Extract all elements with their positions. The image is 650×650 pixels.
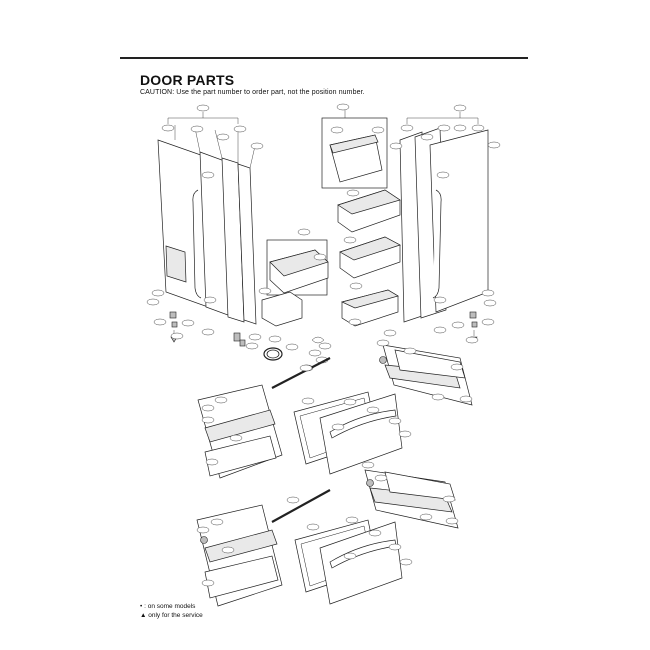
door-bins-left bbox=[258, 228, 329, 327]
legend-text-2: only for the service bbox=[148, 612, 203, 619]
upper-freezer-drawer bbox=[197, 329, 473, 479]
door-bin-5 bbox=[261, 291, 303, 327]
legend-text-1: : on some models bbox=[144, 603, 196, 610]
legend-on-some-models: • : on some models bbox=[140, 603, 195, 610]
dairy-bin-group bbox=[321, 103, 388, 189]
left-door-gasket-outer bbox=[237, 163, 257, 325]
left-door-assembly bbox=[146, 104, 264, 343]
page-title: DOOR PARTS bbox=[140, 72, 235, 88]
bullet-icon: • bbox=[140, 603, 143, 610]
caution-note: CAUTION: Use the part number to order pa… bbox=[140, 89, 365, 96]
left-door-handle bbox=[192, 189, 202, 299]
water-tube-coil bbox=[263, 347, 283, 361]
door-bins-right bbox=[337, 189, 401, 327]
upper-drawer-rod bbox=[271, 357, 331, 389]
left-door-gasket bbox=[221, 157, 245, 323]
legend-service-only: ▲ only for the service bbox=[140, 612, 203, 619]
left-door-dispenser-cutout bbox=[165, 245, 187, 283]
right-door-assembly bbox=[389, 104, 501, 344]
right-door-handle bbox=[432, 189, 442, 299]
wire-clip bbox=[311, 336, 325, 344]
header-rule bbox=[120, 57, 528, 59]
triangle-icon: ▲ bbox=[140, 612, 147, 619]
right-hinge-parts bbox=[433, 289, 497, 344]
lower-freezer-drawer bbox=[196, 461, 459, 607]
left-hinge-parts bbox=[146, 289, 215, 343]
upper-drawer-handle bbox=[329, 409, 397, 439]
lower-drawer-rod bbox=[271, 489, 331, 523]
